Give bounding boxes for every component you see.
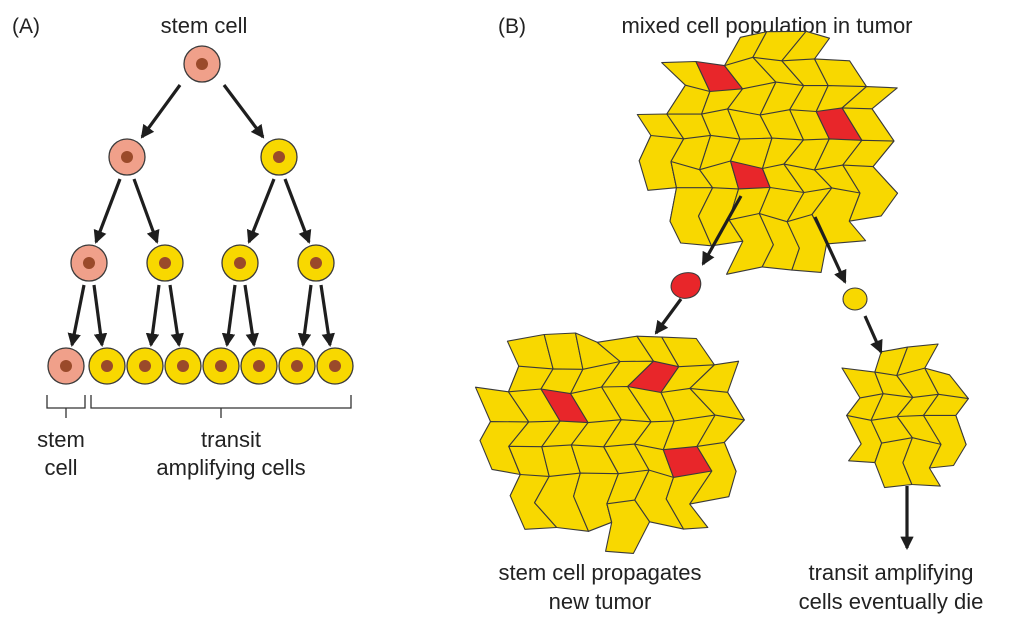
stem-cell <box>108 138 146 176</box>
stem-cell-bottom-label-line2: cell <box>44 455 77 480</box>
transit-amplifying-cell <box>146 244 184 282</box>
transit-amplifying-cell <box>88 347 126 385</box>
transit-amplifying-cell <box>221 244 259 282</box>
tumor-transit-cell <box>786 213 828 273</box>
lineage-cells <box>47 45 354 385</box>
fate-arrow <box>654 298 683 335</box>
fate-arrow <box>701 195 743 266</box>
right-caption-line2: cells eventually die <box>799 589 984 614</box>
stem-cell <box>70 244 108 282</box>
tumor-transit-cell <box>902 437 942 487</box>
stem-cell-bottom-label-line1: stem <box>37 427 85 452</box>
division-arrow <box>243 284 259 347</box>
stem-cell <box>47 347 85 385</box>
fate-arrow <box>813 216 847 284</box>
transit-amplifying-cell <box>164 347 202 385</box>
transit-amplifying-cell <box>202 347 240 385</box>
division-arrow <box>222 84 265 139</box>
mixed-tumor <box>636 30 899 275</box>
left-caption-line1: stem cell propagates <box>499 560 702 585</box>
escaping-transit-cell <box>842 287 868 311</box>
transit-amplifying-bracket <box>90 395 352 418</box>
tumor-transit-cell <box>605 499 651 554</box>
division-arrow <box>297 284 313 347</box>
division-arrow <box>319 284 335 347</box>
stem-cell-bracket <box>46 395 86 418</box>
transit-cell-cluster <box>841 343 969 489</box>
division-arrow <box>168 284 184 347</box>
new-tumor <box>474 332 745 554</box>
transit-amplifying-cell <box>126 347 164 385</box>
division-arrow <box>92 284 108 347</box>
stem-cell-top-label: stem cell <box>161 13 248 38</box>
division-arrow <box>283 178 312 244</box>
division-arrow <box>93 178 122 244</box>
division-arrow <box>246 178 276 244</box>
panel-a: (A) stem cell stem cell transit amplifyi… <box>12 13 354 480</box>
tumor-arrows <box>654 195 914 551</box>
division-arrow <box>67 284 86 347</box>
panel-a-label: (A) <box>12 15 40 38</box>
fate-arrow <box>863 315 883 354</box>
lineage-arrows <box>67 84 335 347</box>
transit-amplifying-cell <box>297 244 335 282</box>
left-caption-line2: new tumor <box>549 589 652 614</box>
transit-amplifying-cell <box>260 138 298 176</box>
transit-amplifying-cell <box>240 347 278 385</box>
stem-cell <box>183 45 221 83</box>
panel-b: (B) mixed cell population in tumor stem … <box>474 13 984 614</box>
transit-amplifying-cell <box>316 347 354 385</box>
tumor-transit-cell <box>665 470 713 530</box>
division-arrow <box>145 284 161 347</box>
division-arrow <box>132 178 160 244</box>
right-caption-line1: transit amplifying <box>808 560 973 585</box>
transit-amplifying-cell <box>278 347 316 385</box>
division-arrow <box>221 284 237 347</box>
division-arrow <box>140 84 182 139</box>
escaping-stem-cell <box>670 272 702 299</box>
panel-b-label: (B) <box>498 15 526 38</box>
transit-label-line2: amplifying cells <box>156 455 305 480</box>
transit-label-line1: transit <box>201 427 261 452</box>
